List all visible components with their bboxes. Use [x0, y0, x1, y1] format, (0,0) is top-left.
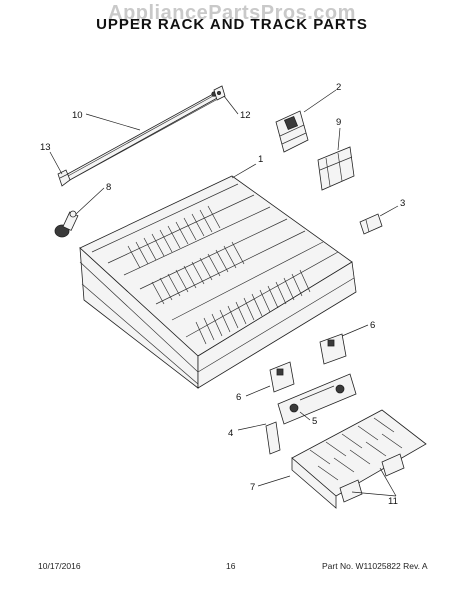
- callout-8: 8: [106, 182, 111, 193]
- callout-10: 10: [72, 110, 83, 121]
- tine-holder: [291, 409, 427, 509]
- footer-part-number: Part No. W11025822 Rev. A: [322, 561, 428, 571]
- rail-clip-lower: [269, 361, 295, 393]
- bracket-clip: [317, 146, 355, 191]
- callout-2: 2: [336, 82, 341, 93]
- track-rail: [63, 91, 220, 182]
- callout-1: 1: [258, 154, 263, 165]
- holder-clips: [339, 453, 405, 503]
- callout-4: 4: [228, 428, 233, 439]
- callout-5: 5: [312, 416, 317, 427]
- page-title: UPPER RACK AND TRACK PARTS: [96, 16, 368, 33]
- leader-lines: [49, 89, 399, 497]
- rail-stop: [57, 169, 71, 187]
- rail-clip-upper: [319, 333, 347, 365]
- rack-adjuster: [277, 373, 357, 425]
- track-clip: [359, 213, 383, 235]
- rack-stop: [265, 421, 281, 455]
- watermark: AppliancePartsPros.com: [108, 2, 356, 24]
- callout-12: 12: [240, 110, 251, 121]
- callout-13: 13: [40, 142, 51, 153]
- callout-3: 3: [400, 198, 405, 209]
- upper-rack: [79, 175, 357, 389]
- footer-page-number: 16: [226, 561, 236, 571]
- spray-nozzle: [54, 210, 79, 238]
- rail-end-cap: [213, 85, 226, 101]
- callout-7: 7: [250, 482, 255, 493]
- callout-6-upper: 6: [370, 320, 375, 331]
- callout-6-lower: 6: [236, 392, 241, 403]
- callout-9: 9: [336, 117, 341, 128]
- footer-date: 10/17/2016: [38, 561, 81, 571]
- callout-11: 11: [388, 496, 398, 507]
- track-bracket: [275, 110, 309, 153]
